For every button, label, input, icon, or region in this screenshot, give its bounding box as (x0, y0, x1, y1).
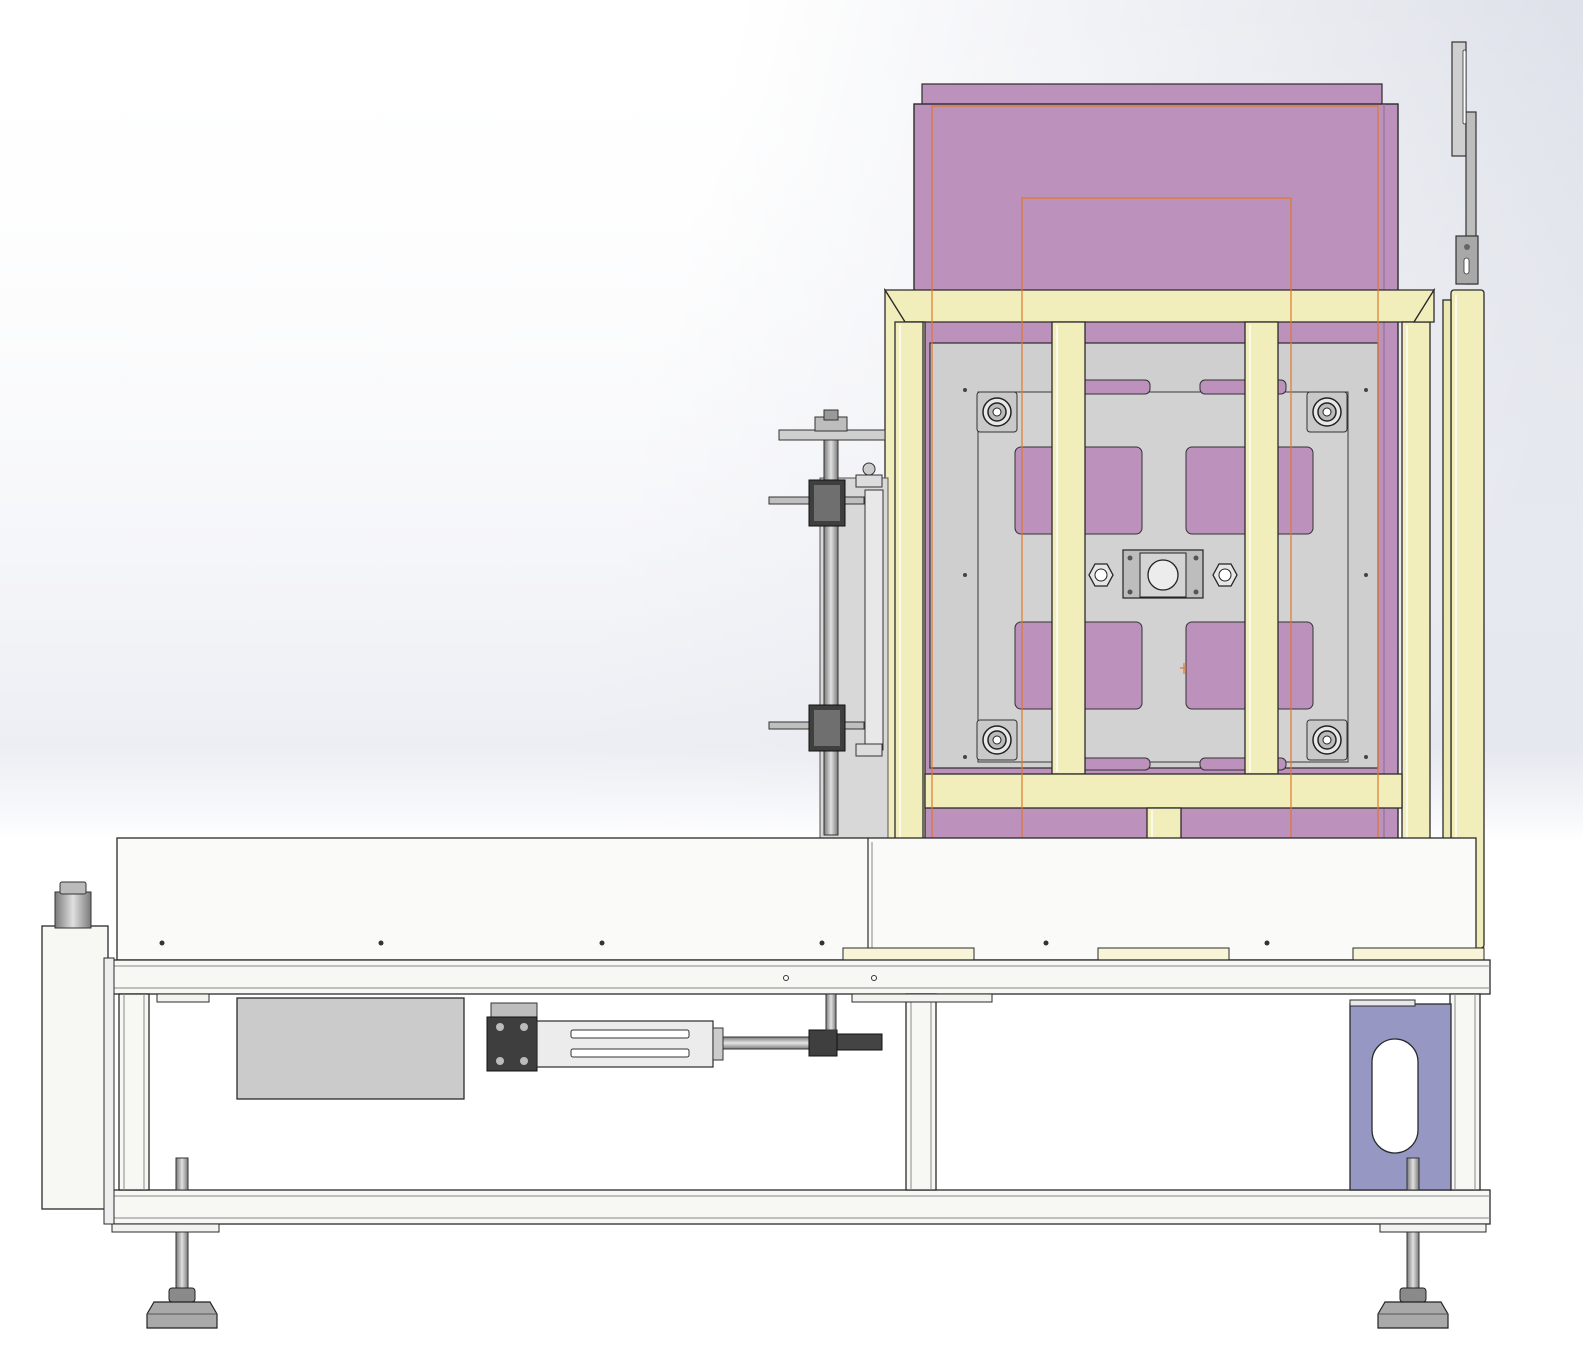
left-end-cap[interactable] (41, 881, 115, 1225)
bolt-hole-icon (976, 719, 1018, 761)
leveling-bolt-left (175, 1157, 189, 1191)
slotted-bracket[interactable] (1451, 41, 1479, 285)
bolt-hole-icon (1306, 719, 1348, 761)
hex-nut-icon (1212, 563, 1238, 587)
center-hub[interactable] (1122, 549, 1204, 599)
bolt-hole-icon (1306, 391, 1348, 433)
cover-screws (159, 940, 1270, 946)
base-flanges (111, 993, 1487, 1233)
pneumatic-cylinder[interactable] (486, 993, 883, 1072)
leveling-foot-icon[interactable] (1377, 1231, 1449, 1329)
bolt-hole-icon (976, 391, 1018, 433)
shaft-clamp-lower[interactable] (768, 704, 883, 757)
base-rail-screws (783, 975, 877, 981)
electrical-box[interactable] (236, 997, 465, 1100)
corner-bearings (976, 391, 1348, 761)
shaft-clamp-upper[interactable] (768, 462, 883, 527)
plate-screws (963, 388, 1368, 759)
leveling-bolt-right (1406, 1157, 1420, 1191)
base-frame-inner-lines (112, 965, 1490, 1219)
slot-hole-icon (1371, 1038, 1419, 1154)
table-cover[interactable] (116, 837, 1477, 961)
leveling-foot-icon[interactable] (146, 1231, 218, 1329)
hex-nut-icon (1088, 563, 1114, 587)
frame-foot-pads (842, 947, 1485, 961)
